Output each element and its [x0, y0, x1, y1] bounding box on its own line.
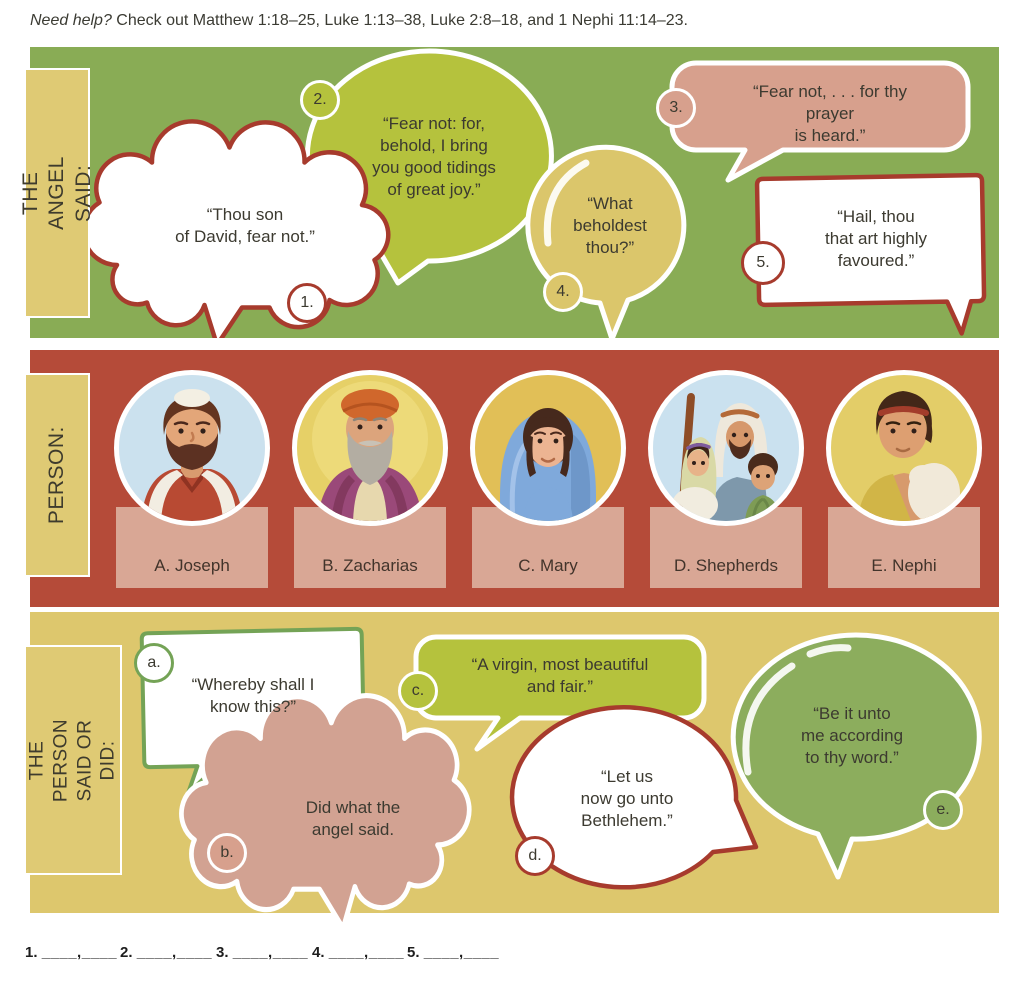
person-said-bubbles-graphic: [139, 626, 982, 931]
person-card-zacharias: B. Zacharias: [294, 507, 446, 588]
bubble-number-badge-4: 4.: [543, 272, 583, 312]
bubble-1-text: “Thou son of David, fear not.”: [175, 205, 315, 247]
bubble-number-badge-1: 1.: [287, 283, 327, 323]
badge-b-label: b.: [220, 844, 234, 861]
bubble-e-text: “Be it unto me according to thy word.”: [800, 704, 904, 768]
bubble-number-badge-5: 5.: [741, 241, 785, 285]
bubble-number-badge-2: 2.: [300, 80, 340, 120]
person-card-shepherds: D. Shepherds: [650, 507, 802, 588]
answer-number: 3.: [216, 944, 229, 961]
joseph-portrait: [114, 370, 270, 526]
answer-number: 5.: [407, 944, 420, 961]
answer-item-5: 5. ____,____: [407, 944, 499, 961]
badge-d-label: d.: [528, 847, 542, 864]
angel-said-label: THE ANGEL SAID:: [18, 155, 95, 230]
nephi-portrait: [826, 370, 982, 526]
bubble-b-text: Did what the angel said.: [305, 798, 401, 840]
help-text-lead: Need help?: [30, 12, 112, 29]
person-card-label: D. Shepherds: [674, 556, 778, 575]
bubble-5-text: “Hail, thou that art highly favoured.”: [824, 207, 928, 271]
badge-e-label: e.: [936, 801, 950, 818]
badge-a-label: a.: [147, 654, 161, 671]
person-said-label-box: THE PERSON SAID OR DID:: [24, 645, 122, 875]
answer-blank[interactable]: ____,____: [423, 944, 500, 961]
mary-portrait: [470, 370, 626, 526]
answer-number: 4.: [312, 944, 325, 961]
bubble-e-highlight-dash: [806, 644, 852, 658]
answer-item-4: 4. ____,____: [312, 944, 404, 961]
bubble-d-text: “Let us now go unto Bethlehem.”: [580, 767, 674, 831]
answer-item-2: 2. ____,____: [120, 944, 212, 961]
bubble-2-text: “Fear not: for, behold, I bring you good…: [372, 114, 496, 200]
bubble-letter-badge-d: d.: [515, 836, 555, 876]
bubble-letter-badge-a: a.: [134, 643, 174, 683]
bubble-a-text: “Whereby shall I know this?”: [191, 675, 315, 717]
answer-number: 2.: [120, 944, 133, 961]
bubble-letter-badge-e: e.: [923, 790, 963, 830]
angel-said-bubbles-graphic: [81, 48, 987, 338]
zacharias-portrait: [292, 370, 448, 526]
badge-1-label: 1.: [300, 294, 314, 311]
person-card-label: B. Zacharias: [322, 556, 418, 575]
badge-5-label: 5.: [756, 254, 770, 271]
person-label: PERSON:: [44, 425, 68, 525]
bubble-e-highlight: [742, 662, 796, 776]
person-card-label: A. Joseph: [154, 556, 230, 575]
bubble-number-badge-3: 3.: [656, 88, 696, 128]
bubble-letter-badge-c: c.: [398, 671, 438, 711]
person-label-box: PERSON:: [24, 373, 90, 577]
answer-number: 1.: [25, 944, 38, 961]
badge-c-label: c.: [411, 682, 425, 699]
angel-said-label-box: THE ANGEL SAID:: [19, 68, 94, 318]
speech-bubble-c: [413, 634, 707, 752]
badge-3-label: 3.: [669, 99, 683, 116]
bubble-4-text: “What beholdest thou?”: [573, 194, 647, 258]
person-said-label: THE PERSON SAID OR DID:: [26, 718, 119, 802]
help-text: Need help? Check out Matthew 1:18–25, Lu…: [30, 12, 688, 30]
shepherds-portrait: [648, 370, 804, 526]
badge-2-label: 2.: [313, 91, 327, 108]
bubble-c-text: “A virgin, most beautiful and fair.”: [471, 655, 649, 697]
bubble-letter-badge-b: b.: [207, 833, 247, 873]
speech-bubble-b: [179, 693, 472, 931]
speech-bubble-3: [669, 60, 971, 183]
answer-blank[interactable]: ____,____: [328, 944, 405, 961]
help-text-references: Check out Matthew 1:18–25, Luke 1:13–38,…: [111, 12, 688, 29]
bubble-4-highlight: [543, 159, 590, 247]
answer-blank[interactable]: ____,____: [41, 944, 118, 961]
badge-4-label: 4.: [556, 283, 570, 300]
speech-bubble-d: [509, 705, 759, 890]
speech-bubble-5: [754, 172, 987, 336]
answer-blank[interactable]: ____,____: [136, 944, 213, 961]
bubble-3-text: “Fear not, . . . for thy prayer is heard…: [753, 82, 907, 146]
person-card-label: E. Nephi: [871, 556, 937, 575]
answer-item-3: 3. ____,____: [216, 944, 308, 961]
answer-blank[interactable]: ____,____: [232, 944, 309, 961]
person-card-label: C. Mary: [518, 556, 578, 575]
answer-item-1: 1. ____,____: [25, 944, 117, 961]
